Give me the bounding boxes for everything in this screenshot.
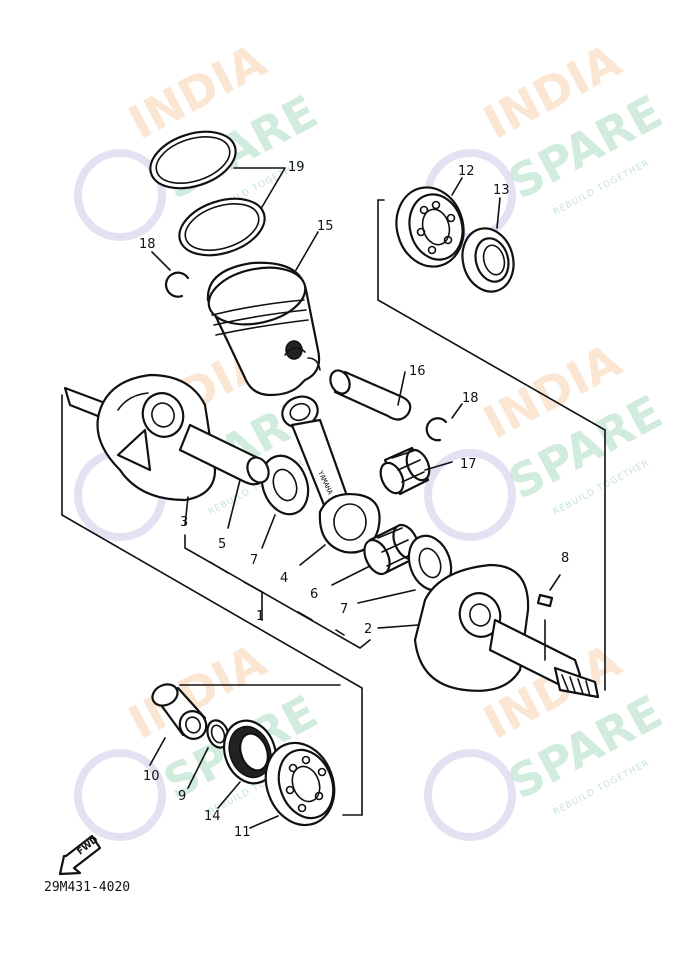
callout-4: 4 bbox=[280, 571, 288, 586]
callout-18-right: 18 bbox=[462, 391, 479, 406]
thrust-washer-right bbox=[357, 534, 453, 604]
callout-12: 12 bbox=[458, 164, 475, 179]
watermark-top-right: INDIA SPARE REBUILD TOGETHER bbox=[424, 33, 671, 241]
small-end-bearing bbox=[379, 446, 453, 496]
leader-19 bbox=[233, 167, 286, 208]
callout-13: 13 bbox=[493, 183, 510, 198]
callout-18-left: 18 bbox=[139, 237, 156, 252]
callout-16: 16 bbox=[409, 364, 426, 379]
callout-7-left: 7 bbox=[250, 553, 258, 568]
watermark-bottom-right: INDIA SPARE REBUILD TOGETHER bbox=[424, 633, 671, 841]
crank-pin bbox=[178, 423, 270, 529]
piston-ring-lower bbox=[178, 197, 266, 257]
callout-10: 10 bbox=[143, 769, 160, 784]
callout-8: 8 bbox=[561, 551, 569, 566]
callout-6: 6 bbox=[310, 587, 318, 602]
crankshaft-right-half bbox=[377, 563, 600, 699]
callout-7-right: 7 bbox=[340, 602, 348, 617]
crank-bearing-right bbox=[395, 177, 465, 268]
callout-17: 17 bbox=[460, 457, 477, 472]
piston-ring-upper bbox=[149, 130, 237, 190]
callout-15: 15 bbox=[317, 219, 334, 234]
piston-pin-clip-left bbox=[151, 251, 190, 298]
callout-14: 14 bbox=[204, 809, 221, 824]
piston-pin bbox=[329, 369, 412, 421]
oil-seal-left bbox=[217, 719, 278, 809]
callout-19: 19 bbox=[288, 160, 305, 175]
watermark-mid-right: INDIA SPARE REBUILD TOGETHER bbox=[424, 333, 671, 541]
oil-seal-right bbox=[461, 197, 515, 293]
callout-3: 3 bbox=[180, 515, 188, 530]
callout-11: 11 bbox=[234, 825, 251, 840]
callout-numbers: 1 1 3 5 7 4 6 7 8 9 10 11 12 13 14 15 16… bbox=[139, 160, 569, 840]
piston-pin-clip-right bbox=[425, 403, 463, 442]
big-end-bearing bbox=[331, 523, 420, 586]
callout-9: 9 bbox=[178, 789, 186, 804]
woodruff-key bbox=[536, 574, 561, 661]
piston bbox=[206, 231, 321, 397]
spacer-collar bbox=[149, 683, 208, 766]
assembly-bracket-lines bbox=[61, 199, 606, 816]
callout-1: 1 bbox=[256, 609, 264, 624]
callout-2: 2 bbox=[364, 622, 372, 637]
connecting-rod: YAMAHA bbox=[281, 395, 381, 566]
diagram-code: 29M431-4020 bbox=[44, 880, 130, 895]
crankshaft-left-half bbox=[63, 373, 217, 526]
crank-bearing-left bbox=[249, 741, 336, 829]
thrust-washer-left bbox=[260, 454, 310, 549]
callout-5: 5 bbox=[218, 537, 226, 552]
forward-direction-arrow-icon: FWD bbox=[58, 834, 102, 876]
